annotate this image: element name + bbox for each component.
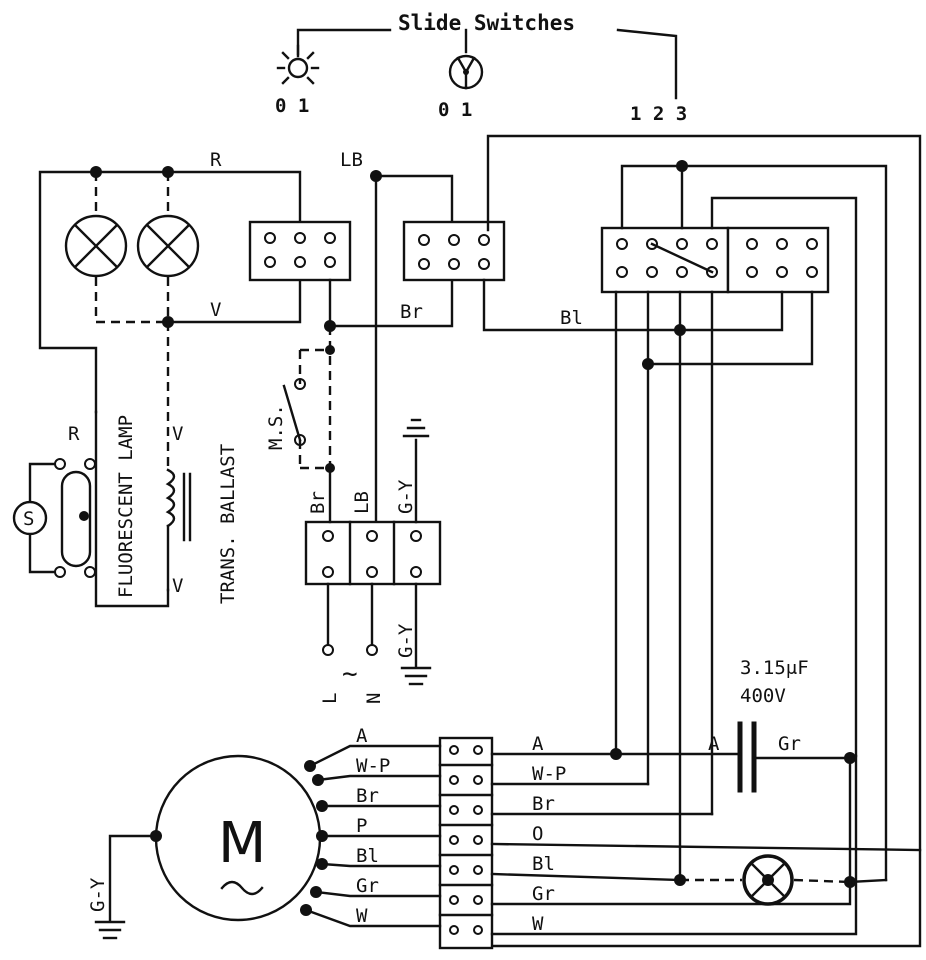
motor-leads-left: A W-P Br P Bl Gr W [300, 725, 442, 928]
wire-bl-label: Bl [560, 307, 583, 329]
wire-r-label: R [210, 149, 222, 171]
capacitor-lead-gr: Gr [778, 733, 801, 755]
motor-terminal-strip [438, 736, 494, 950]
supply-gy-label: G-Y [395, 479, 417, 514]
terminal-l-label: L [319, 693, 341, 704]
microswitch: M.S. [265, 278, 336, 473]
diagram-title: Slide Switches [398, 11, 575, 35]
motor-lead-left: Gr [356, 875, 379, 897]
capacitor-lead-a: A [708, 733, 720, 755]
strip-terminal-hole [473, 835, 483, 845]
motor-lead-right: W-P [532, 763, 566, 785]
motor-lead-right: Gr [532, 883, 555, 905]
fluorescent-lamp-label: FLUORESCENT LAMP [115, 415, 137, 598]
supply-terminal-block [304, 520, 442, 586]
fan-switch-icon [448, 54, 484, 90]
strip-terminal-hole [449, 745, 459, 755]
supply-br-label: Br [307, 491, 329, 514]
capacitor-value: 3.15μF [740, 657, 809, 679]
motor-lead-left: W [356, 905, 368, 927]
motor-lead-right: W [532, 913, 544, 935]
motor-ground-label: G-Y [87, 877, 109, 912]
speed-switch-block [600, 226, 830, 294]
ballast-wire-bottom-label: V [172, 575, 183, 597]
light-switch-states: 0 1 [275, 95, 309, 117]
fan-terminal-block [402, 220, 506, 282]
fluorescent-tube: S R FLUORESCENT LAMP [12, 410, 170, 608]
indicator-lamp-icon [742, 854, 794, 906]
microswitch-label: M.S. [265, 404, 287, 450]
starter-icon: S [12, 500, 48, 536]
light-switch-icon [276, 44, 320, 85]
strip-terminal-hole [473, 925, 483, 935]
strip-terminal-hole [449, 805, 459, 815]
lamp-1-icon [64, 214, 128, 278]
strip-terminal-hole [449, 925, 459, 935]
ballast-wire-top-label: V [172, 423, 183, 445]
strip-terminal-hole [473, 865, 483, 875]
speed-switch-states: 1 2 3 [630, 103, 687, 125]
supply-gy-bottom-label: G-Y [395, 623, 417, 658]
starter-label: S [23, 508, 34, 530]
ballast-label: TRANS. BALLAST [217, 444, 239, 604]
lamp-2-icon [136, 214, 200, 278]
fan-switch-states: 0 1 [438, 99, 472, 121]
motor: M G-Y [87, 754, 322, 940]
strip-terminal-hole [449, 775, 459, 785]
motor-lead-left: A [356, 725, 368, 747]
strip-terminal-hole [449, 865, 459, 875]
capacitor-voltage: 400V [740, 685, 786, 707]
motor-symbol: M [218, 811, 266, 876]
motor-lead-left: W-P [356, 755, 390, 777]
wire-v-label: V [210, 299, 221, 321]
strip-terminal-hole [449, 835, 459, 845]
motor-lead-left: P [356, 815, 367, 837]
terminal-n-label: N [363, 693, 385, 704]
strip-terminal-hole [473, 805, 483, 815]
supply-lb-label: LB [351, 491, 373, 514]
strip-terminal-hole [473, 745, 483, 755]
motor-lead-left: Br [356, 785, 379, 807]
tube-wire-r-label: R [68, 423, 80, 445]
ballast: V V TRANS. BALLAST [165, 322, 239, 604]
motor-leads-right: A W-P Br O Bl Gr W [490, 733, 922, 936]
ac-symbol: ~ [342, 659, 358, 689]
strip-terminal-hole [473, 895, 483, 905]
wire-br-label: Br [400, 301, 423, 323]
motor-lead-right: A [532, 733, 544, 755]
motor-lead-right: O [532, 823, 543, 845]
capacitor: 3.15μF 400V A Gr [610, 657, 856, 793]
lamp-terminal-block [248, 220, 352, 282]
wire-lb-label: LB [340, 149, 363, 171]
motor-lead-right: Bl [532, 853, 555, 875]
motor-lead-right: Br [532, 793, 555, 815]
strip-terminal-hole [449, 895, 459, 905]
motor-lead-left: Bl [356, 845, 379, 867]
strip-terminal-hole [473, 775, 483, 785]
